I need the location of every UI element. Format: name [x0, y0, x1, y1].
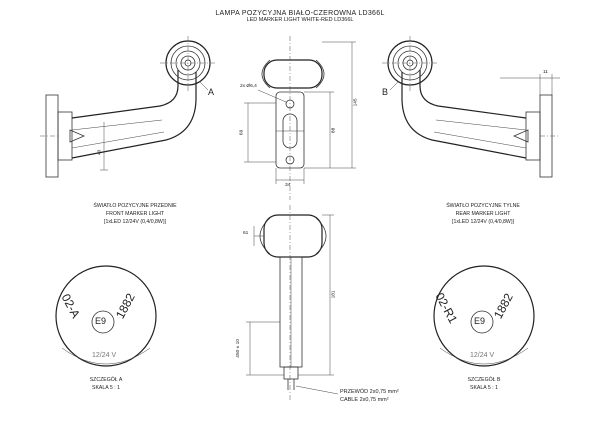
rear-label-en: REAR MARKER LIGHT	[455, 211, 511, 217]
side-cable-pl: PRZEWÓD 2x0,75 mm²	[340, 389, 399, 395]
rear-arm-upper	[419, 70, 527, 119]
detail-a-circle	[55, 265, 157, 367]
side-view	[246, 205, 339, 400]
front-arm-lower	[71, 72, 197, 159]
detail-a-mark: E9	[95, 316, 107, 326]
mount-dim-145: 145	[353, 98, 359, 107]
drawing-subtitle: LED MARKER LIGHT WHITE-RED LD366L	[246, 17, 354, 23]
rear-arm-marker-icon	[512, 129, 529, 143]
detail-b-bottom-text: 12/24 V	[470, 352, 495, 359]
detail-a-bottom-text: 12/24 V	[92, 352, 117, 359]
front-label-en: FRONT MARKER LIGHT	[105, 211, 165, 217]
rear-arm-lower	[401, 72, 527, 159]
drawing-title: LAMPA POZYCYJNA BIAŁO-CZEROWNA LD366L	[215, 10, 385, 17]
detail-b-caption: SZCZEGÓŁ B	[467, 377, 501, 383]
mount-hole-top	[285, 99, 295, 109]
front-view-letter: A	[208, 87, 215, 97]
rear-light-view	[382, 36, 560, 178]
rear-dim-width: 11	[543, 70, 548, 75]
side-lamp-head	[263, 214, 323, 258]
detail-b-e-mark-ring	[470, 310, 494, 334]
front-label-pl: ŚWIATŁO POZYCYJNE PRZEDNIE	[93, 203, 177, 209]
front-light-view	[40, 36, 216, 178]
mount-dim-69: 69	[239, 129, 245, 136]
detail-a-caption: SZCZEGÓŁ A	[89, 377, 123, 383]
rear-label-pl: ŚWIATŁO POZYCYJNE TYLNE	[446, 203, 520, 209]
side-cable-end	[283, 366, 299, 380]
mount-dim-34: 34	[285, 183, 291, 188]
mount-lamp-top	[263, 59, 323, 89]
front-label-spec: [1xLED 12/24V (0,4/0,8W)]	[104, 219, 166, 225]
mount-hole-bottom	[285, 155, 295, 165]
detail-b	[433, 265, 535, 367]
side-cable-en: CABLE 2x0,75 mm²	[340, 397, 389, 403]
front-arm-marker-icon	[69, 129, 86, 143]
front-dim-height: 40	[97, 149, 103, 156]
detail-a-scale: SKALA 5 : 1	[92, 385, 120, 391]
side-dim-61: 61	[243, 231, 249, 236]
detail-b-circle	[433, 265, 535, 367]
detail-b-mark: E9	[474, 316, 486, 326]
front-base-flange	[57, 111, 73, 161]
side-dim-181: 181	[331, 290, 337, 299]
detail-a	[55, 265, 157, 367]
mount-plate	[275, 91, 305, 169]
rear-label-spec: [1xLED 12/24V (0,4/0,8W)]	[452, 219, 514, 225]
detail-b-scale: SKALA 5 : 1	[470, 385, 498, 391]
rear-view-letter: B	[382, 87, 389, 97]
side-dim-cable: 450 ± 10	[235, 339, 241, 358]
mount-dim-holes: 2x Ø6,4	[240, 84, 257, 89]
mount-view	[244, 36, 356, 200]
rear-base-flange	[525, 111, 541, 161]
front-arm-upper	[71, 70, 179, 119]
detail-a-e-mark-ring	[91, 310, 115, 334]
mount-dim-88: 88	[331, 127, 337, 134]
